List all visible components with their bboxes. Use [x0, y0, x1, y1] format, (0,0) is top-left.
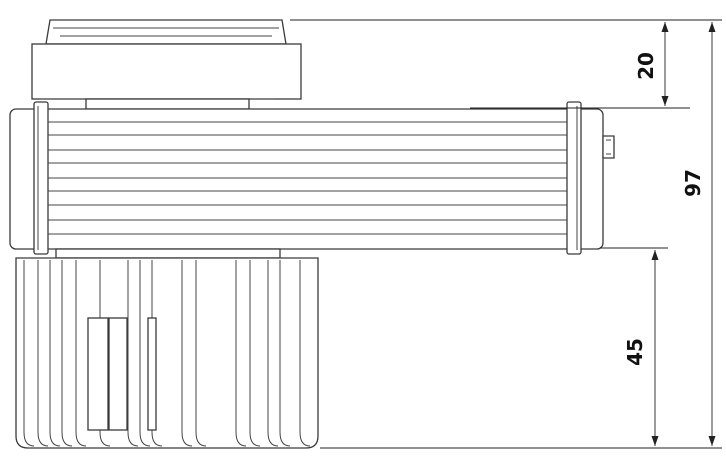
top-cap-base [31, 43, 302, 100]
fin-notch-right [147, 317, 157, 431]
fin-lines [23, 260, 311, 447]
main-body [9, 101, 615, 255]
fin-curve [235, 431, 247, 447]
dimension-97-label: 97 [681, 169, 705, 197]
left-end-cap [33, 101, 49, 255]
fin-curve [299, 431, 311, 447]
fin-block [15, 257, 319, 449]
fin-curve [37, 431, 49, 447]
top-cap-dome [45, 19, 287, 45]
fin-curve [151, 431, 163, 447]
fin-curve [249, 431, 261, 447]
fin-notch-left [87, 317, 109, 431]
fin-curve [195, 431, 207, 447]
fin-curve [61, 431, 73, 447]
fin-curve [181, 431, 193, 447]
fin-curve [279, 431, 291, 447]
dimension-20-label: 20 [634, 52, 658, 80]
fin-curve [49, 431, 61, 447]
main-body-housing [9, 108, 604, 250]
fin-plate [55, 248, 281, 259]
fin-curve [75, 431, 87, 447]
fin-curve [99, 431, 111, 447]
side-screw [602, 135, 615, 159]
top-cap-neck [85, 98, 250, 110]
fin-notch-center [108, 317, 128, 431]
bottom-fins [15, 248, 319, 449]
fin-curve [127, 431, 139, 447]
fin-curve [267, 431, 279, 447]
fin-curve [23, 431, 35, 447]
fin-curve [139, 431, 151, 447]
top-cap [31, 19, 302, 110]
body-ribs [48, 121, 567, 235]
dimension-lines: 20 97 45 [290, 19, 722, 449]
right-end-cap [566, 101, 582, 255]
dimension-45-label: 45 [623, 338, 647, 366]
